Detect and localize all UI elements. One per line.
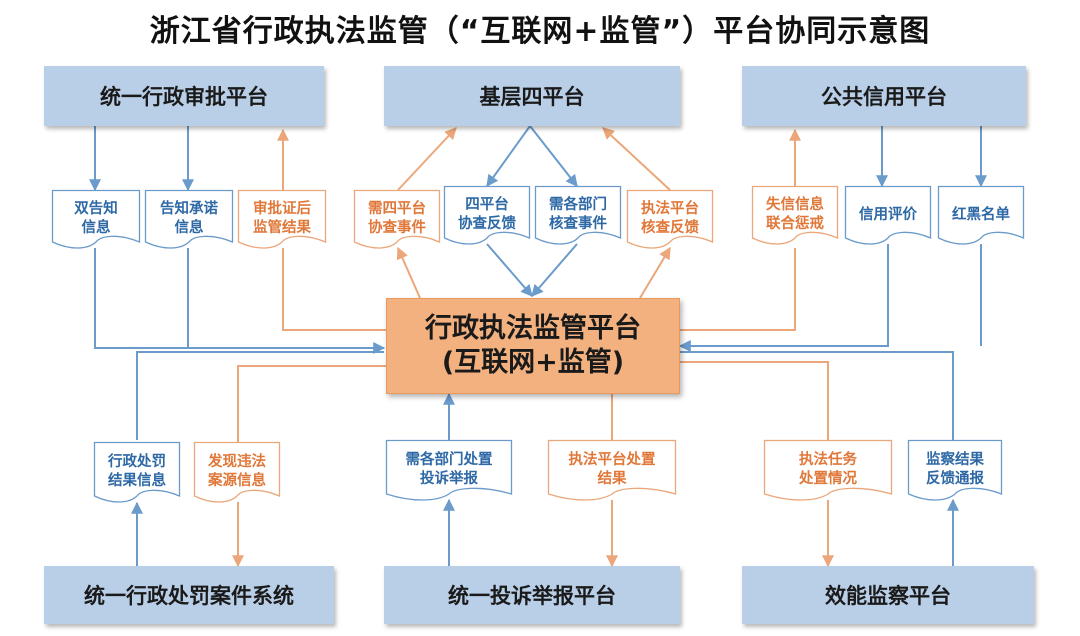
doc-bumen-hecha: 需各部门 核查事件 (534, 185, 622, 245)
doc-gaozhi-chengnuo: 告知承诺 信息 (144, 189, 234, 249)
document-frame (937, 185, 1025, 245)
platform-top-right: 公共信用平台 (742, 66, 1026, 126)
doc-renwu-chuzhi: 执法任务 处置情况 (763, 439, 893, 501)
document-frame (763, 439, 893, 501)
document-frame (547, 439, 677, 501)
doc-chufa-jieguo: 行政处罚 结果信息 (93, 441, 181, 503)
doc-bumen-chuzhi: 需各部门处置 投诉举报 (385, 439, 513, 501)
doc-zhifa-chuzhi: 执法平台处置 结果 (547, 439, 677, 501)
document-frame (443, 185, 531, 245)
page-title: 浙江省行政执法监管（“互联网+监管”）平台协同示意图 (149, 14, 931, 49)
document-frame (51, 189, 141, 249)
document-frame (751, 185, 839, 245)
platform-bottom-right: 效能监察平台 (742, 566, 1034, 624)
platform-top-mid: 基层四平台 (384, 66, 680, 126)
doc-xu-siping: 需四平台 协查事件 (353, 189, 441, 249)
center-line1: 行政执法监管平台 (425, 313, 641, 345)
center-line2: (互联网+监管) (441, 347, 625, 378)
platform-bottom-left: 统一行政处罚案件系统 (44, 566, 334, 624)
document-frame (193, 441, 281, 503)
document-frame (626, 189, 714, 249)
platform-top-left: 统一行政审批平台 (44, 66, 324, 126)
document-frame (237, 189, 327, 249)
document-frame (144, 189, 234, 249)
doc-shenpi-jieguo: 审批证后 监管结果 (237, 189, 327, 249)
document-frame (907, 439, 1003, 501)
platform-bottom-mid: 统一投诉举报平台 (384, 566, 680, 624)
document-frame (93, 441, 181, 503)
document-frame (844, 185, 932, 245)
center-platform: 行政执法监管平台 (互联网+监管) (386, 298, 680, 394)
doc-siping-fankui: 四平台 协查反馈 (443, 185, 531, 245)
doc-shixin: 失信信息 联合惩戒 (751, 185, 839, 245)
document-frame (385, 439, 513, 501)
doc-xinyong-pingjia: 信用评价 (844, 185, 932, 245)
doc-hongheimingdan: 红黑名单 (937, 185, 1025, 245)
doc-jiancha-fankui: 监察结果 反馈通报 (907, 439, 1003, 501)
document-frame (353, 189, 441, 249)
doc-shuang-gaozhi: 双告知 信息 (51, 189, 141, 249)
document-frame (534, 185, 622, 245)
doc-zhifa-fankui: 执法平台 核查反馈 (626, 189, 714, 249)
doc-weifa-anyuan: 发现违法 案源信息 (193, 441, 281, 503)
